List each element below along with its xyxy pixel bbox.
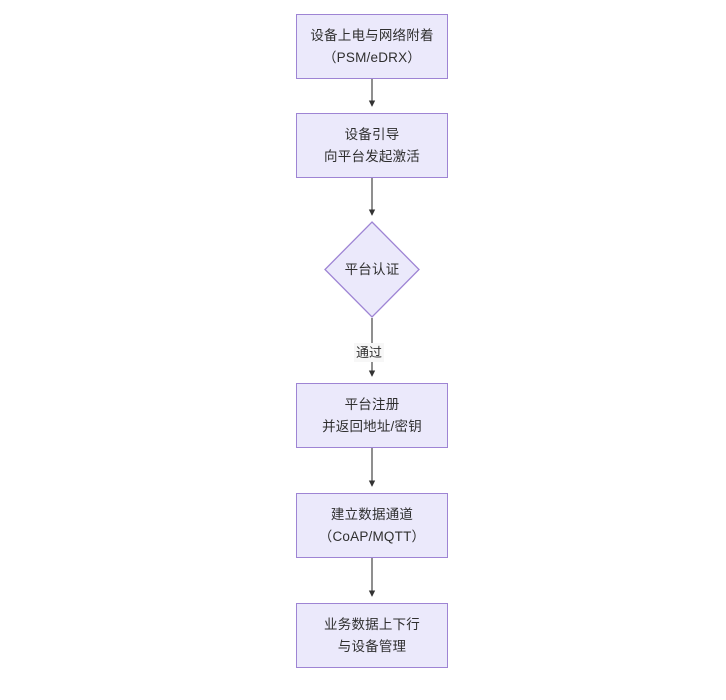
- node-label-line2: 并返回地址/密钥: [322, 418, 422, 434]
- node-label-line1: 平台注册: [344, 396, 400, 412]
- node-device-bootstrap[interactable]: 设备引导 向平台发起激活: [296, 113, 448, 178]
- node-platform-auth-decision[interactable]: 平台认证: [324, 221, 420, 318]
- node-label-line1: 建立数据通道: [330, 506, 414, 522]
- node-label-line2: （PSM/eDRX）: [322, 49, 422, 65]
- node-establish-data-channel[interactable]: 建立数据通道 （CoAP/MQTT）: [296, 493, 448, 558]
- node-label-line1: 设备上电与网络附着: [310, 27, 434, 43]
- node-platform-register[interactable]: 平台注册 并返回地址/密钥: [296, 383, 448, 448]
- node-label-line2: 向平台发起激活: [324, 148, 420, 164]
- node-label-line1: 业务数据上下行: [324, 616, 420, 632]
- node-label-line1: 设备引导: [344, 126, 400, 142]
- node-business-data-uplink-downlink[interactable]: 业务数据上下行 与设备管理: [296, 603, 448, 668]
- edge-label-pass: 通过: [354, 343, 385, 362]
- diamond-shape: [324, 221, 420, 318]
- node-label-line2: （CoAP/MQTT）: [318, 528, 426, 544]
- node-label-line1: 平台认证: [344, 261, 400, 277]
- node-device-power-on[interactable]: 设备上电与网络附着 （PSM/eDRX）: [296, 14, 448, 79]
- node-label-line2: 与设备管理: [337, 638, 407, 654]
